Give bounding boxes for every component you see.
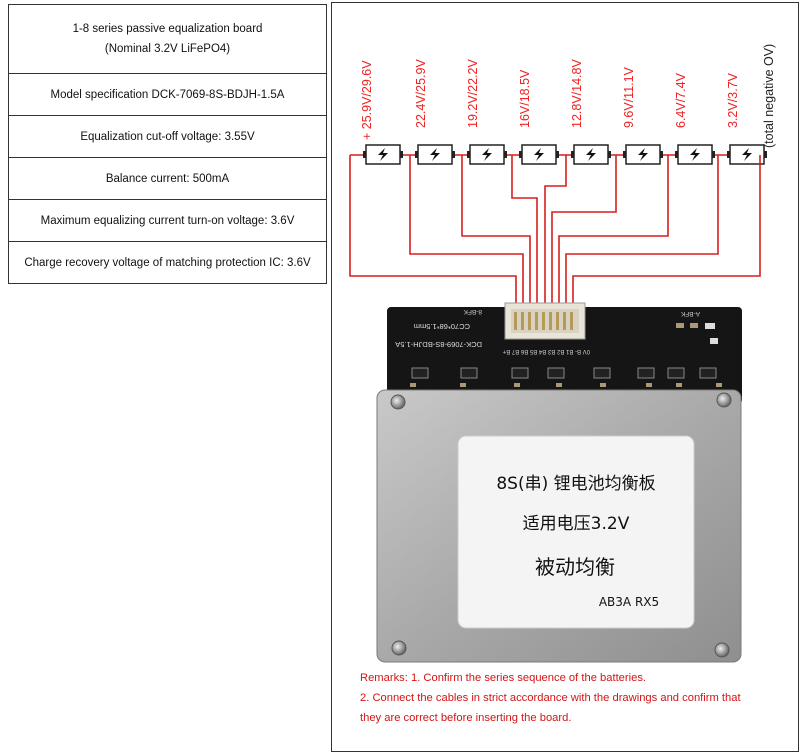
battery-cell — [571, 144, 611, 165]
wire-label-4: 16V/18.5V — [518, 69, 532, 128]
wire-label-1: + 25.9V/29.6V — [360, 60, 374, 140]
spec-cell: Charge recovery voltage of matching prot… — [8, 241, 327, 284]
spec-row: 1-8 series passive equalization board (N… — [8, 4, 327, 74]
wire — [461, 155, 531, 318]
spec-title: 1-8 series passive equalization board — [72, 23, 263, 35]
battery-cell — [727, 144, 767, 165]
spec-cell: Maximum equalizing current turn-on volta… — [8, 199, 327, 242]
spec-row: Maximum equalizing current turn-on volta… — [8, 199, 327, 242]
label-voltage: 适用电压3.2V — [523, 514, 630, 534]
wire-label-8: 3.2V/3.7V — [726, 73, 740, 128]
pcb-board — [387, 307, 742, 404]
label-code: AB3A RX5 — [599, 595, 659, 609]
battery-cell — [467, 144, 507, 165]
label-title: 8S(串) 锂电池均衡板 — [496, 474, 655, 494]
wire — [511, 155, 538, 318]
pcb-pin-labels: 0V B- B1 B2 B3 B4 B5 B6 B7 B+ — [502, 348, 590, 354]
wire — [565, 155, 719, 318]
wire-label-3: 19.2V/22.2V — [466, 59, 480, 128]
remark-line: Remarks: 1. Confirm the series sequence … — [360, 672, 647, 684]
wire-label-2: 22.4V/25.9V — [414, 59, 428, 128]
battery-cell — [675, 144, 715, 165]
remark-line: 2. Connect the cables in strict accordan… — [360, 692, 741, 704]
label-mode: 被动均衡 — [535, 555, 615, 579]
wire-label-5: 12.8V/14.8V — [570, 59, 584, 128]
wire-label-6: 9.6V/11.1V — [622, 67, 636, 128]
spec-subtitle: (Nominal 3.2V LiFePO4) — [104, 43, 231, 55]
spec-row: Equalization cut-off voltage: 3.55V — [8, 115, 327, 158]
wire — [544, 155, 567, 318]
pcb-silk-model: DCK-7069-8S-BDJH-1.5A — [395, 340, 482, 349]
wire — [349, 155, 517, 318]
wire — [551, 155, 617, 318]
connector-pins — [514, 312, 573, 330]
wire — [558, 155, 669, 318]
screw — [714, 642, 730, 658]
spec-cell: Balance current: 500mA — [8, 157, 327, 200]
wire — [572, 155, 761, 318]
spec-cell: Model specification DCK-7069-8S-BDJH-1.5… — [8, 73, 327, 116]
screw — [391, 640, 407, 656]
smd-components — [410, 323, 722, 387]
battery-cell — [363, 144, 403, 165]
pcb-silk-tag2: A-BFK — [680, 310, 700, 317]
remark-line: they are correct before inserting the bo… — [360, 712, 572, 724]
battery-cells — [363, 144, 767, 165]
pcb-silk-tag: 8-BFK — [463, 308, 482, 315]
battery-cell — [519, 144, 559, 165]
screw — [716, 392, 732, 408]
wire-label-negative: (total negative OV) — [762, 43, 776, 148]
spec-row: Balance current: 500mA — [8, 157, 327, 200]
pcb-silk-size: CC70*68*1.5mm — [414, 322, 470, 331]
screw — [390, 394, 406, 410]
remarks: Remarks: 1. Confirm the series sequence … — [360, 668, 790, 728]
battery-cell — [623, 144, 663, 165]
spec-row: Charge recovery voltage of matching prot… — [8, 241, 327, 284]
spec-cell: Equalization cut-off voltage: 3.55V — [8, 115, 327, 158]
battery-cell — [415, 144, 455, 165]
spec-table: 1-8 series passive equalization board (N… — [8, 4, 327, 284]
balance-wires — [349, 155, 761, 318]
wire-label-7: 6.4V/7.4V — [674, 73, 688, 128]
wire — [409, 155, 524, 318]
product-label — [457, 435, 695, 629]
spec-row: Model specification DCK-7069-8S-BDJH-1.5… — [8, 73, 327, 116]
spec-cell: 1-8 series passive equalization board (N… — [8, 4, 327, 74]
